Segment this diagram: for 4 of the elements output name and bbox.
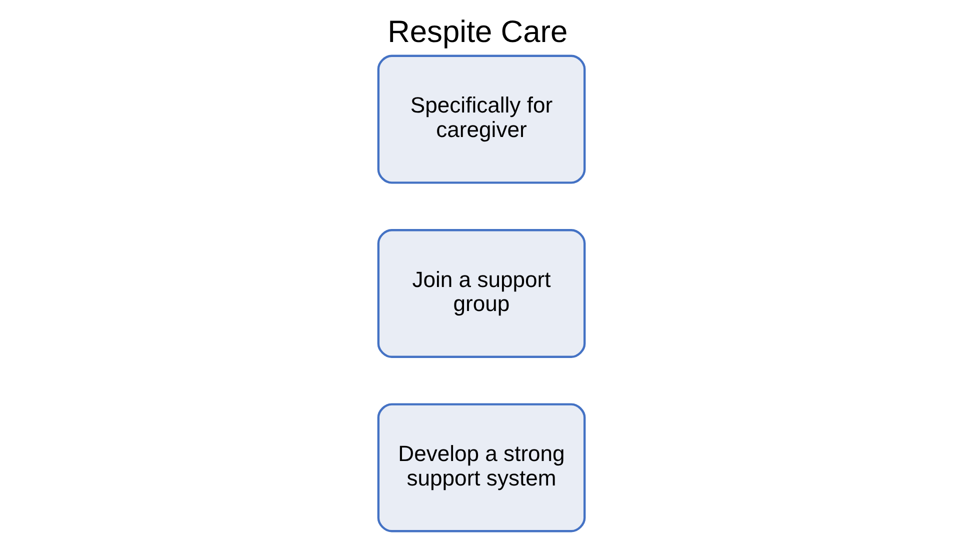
node-box: Specifically for caregiver: [377, 54, 586, 184]
node-box: Join a support group: [377, 229, 586, 358]
node-box: Develop a strong support system: [377, 403, 586, 532]
diagram-title: Respite Care: [388, 14, 568, 50]
